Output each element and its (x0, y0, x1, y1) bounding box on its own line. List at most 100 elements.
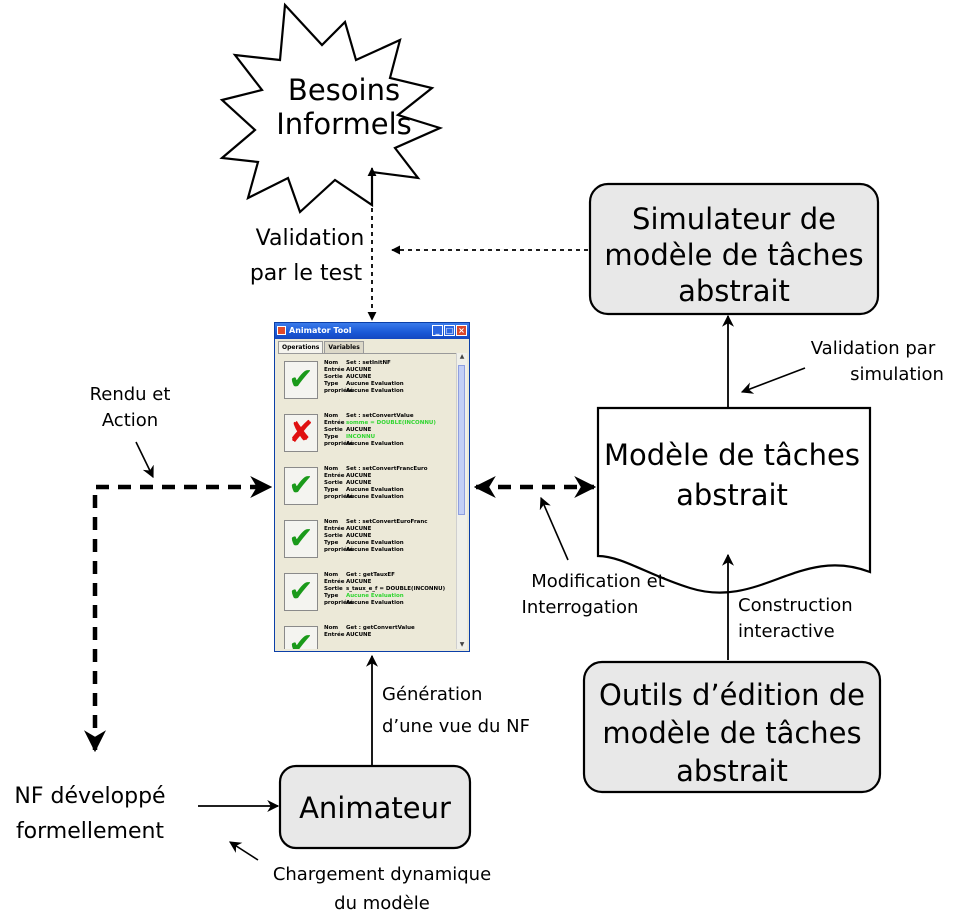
operation-row: propriétéAucune Evaluation (324, 441, 436, 448)
close-icon[interactable]: × (456, 325, 467, 336)
nf-line1: NF développé (14, 784, 165, 809)
operation-row-value: Aucune Evaluation (346, 487, 404, 493)
outils-line1: Outils d’édition de (599, 678, 865, 712)
animateur-box (278, 764, 472, 850)
minimize-icon[interactable]: _ (432, 325, 443, 336)
simulateur-line1: Simulateur de (632, 202, 836, 236)
operation-row-value: INCONNU (346, 434, 376, 440)
operation-row-value: AUCUNE (346, 473, 372, 479)
generation-line2: d’une vue du NF (382, 716, 530, 737)
operation-row-value: Aucune Evaluation (346, 441, 404, 447)
modification-line2: Interrogation (522, 597, 639, 618)
operation-row-key: Nom (324, 572, 339, 578)
modification-pointer (539, 496, 569, 561)
operation-row: Nom Get : getTauxEF (324, 572, 445, 579)
operation-row-key: Sortie (324, 480, 343, 486)
app-icon (277, 326, 286, 335)
validation-simulation-pointer (740, 367, 806, 394)
operation-row-value: AUCUNE (346, 374, 372, 380)
operation-row-value: Aucune Evaluation (346, 388, 404, 394)
operation-row-key: Sortie (324, 374, 343, 380)
operation-row-key: Entrée (324, 579, 345, 585)
window-title: Animator Tool (289, 326, 352, 335)
tab-operations[interactable]: Operations (278, 341, 324, 353)
operation-row-key: Entrée (324, 420, 345, 426)
besoins-line2: Informels (276, 107, 412, 141)
scroll-down-icon[interactable]: ▼ (459, 641, 465, 648)
modele-document-shape (596, 406, 872, 594)
chargement-line1: Chargement dynamique (273, 864, 491, 885)
check-icon: ✔ (284, 520, 318, 558)
operation-row-value: s_taux_e_f = DOUBLE(INCONNU) (346, 586, 446, 592)
operation-row-value: AUCUNE (346, 579, 372, 585)
operation-row-key: Type (324, 381, 339, 387)
nf-line2: formellement (16, 819, 164, 844)
operation-row-key: propriété (324, 388, 354, 394)
scroll-up-icon[interactable]: ▲ (459, 353, 465, 360)
operation-row-value: Aucune Evaluation (346, 600, 404, 606)
modele-line1: Modèle de tâches (604, 438, 860, 472)
outils-line2: modèle de tâches (602, 716, 861, 750)
operation-row-key: propriété (324, 547, 354, 553)
scroll-thumb[interactable] (458, 365, 465, 515)
operation-row-value: AUCUNE (346, 427, 372, 433)
operation-row-key: Nom (324, 466, 339, 472)
validation-simulation-line1: Validation par (811, 338, 936, 359)
operation-row-key: Sortie (324, 533, 343, 539)
operation-row-value: somme = DOUBLE(INCONNU) (346, 420, 436, 426)
chargement-line2: du modèle (334, 893, 430, 914)
operation-row: propriétéAucune Evaluation (324, 494, 428, 501)
operation-row-key: propriété (324, 494, 354, 500)
operation-row-value: Aucune Evaluation (346, 494, 404, 500)
chargement-pointer (228, 841, 259, 861)
maximize-icon[interactable]: □ (444, 325, 455, 336)
modele-line2: abstrait (676, 478, 788, 512)
construction-line1: Construction (738, 595, 853, 616)
rendu-action-pointer (135, 441, 154, 479)
operation-row-value: Set : setInitNF (346, 360, 391, 366)
animator-tool-window: Animator Tool _ □ × Operations Variables… (274, 322, 470, 652)
operation-row-key: propriété (324, 441, 354, 447)
operation-row-value: AUCUNE (346, 526, 372, 532)
operation-row: propriétéAucune Evaluation (324, 600, 445, 607)
operation-row-value: Set : setConvertEuroFranc (346, 519, 428, 525)
operation-row-value: Get : getConvertValue (346, 625, 415, 631)
rendu-action-line2: Action (102, 410, 158, 431)
operation-row-value: Get : getTauxEF (346, 572, 395, 578)
construction-line2: interactive (738, 621, 835, 642)
tab-variables[interactable]: Variables (324, 341, 364, 353)
besoins-line1: Besoins (288, 73, 400, 107)
operation-row-value: Aucune Evaluation (346, 593, 404, 599)
simulateur-box (588, 182, 880, 316)
validation-test-line2: par le test (250, 261, 363, 286)
operation-row-key: propriété (324, 600, 354, 606)
generation-line1: Génération (382, 684, 482, 705)
modification-line1: Modification et (531, 571, 665, 592)
vertical-scrollbar[interactable]: ▲ ▼ (456, 353, 467, 649)
operation-row-value: AUCUNE (346, 632, 372, 638)
